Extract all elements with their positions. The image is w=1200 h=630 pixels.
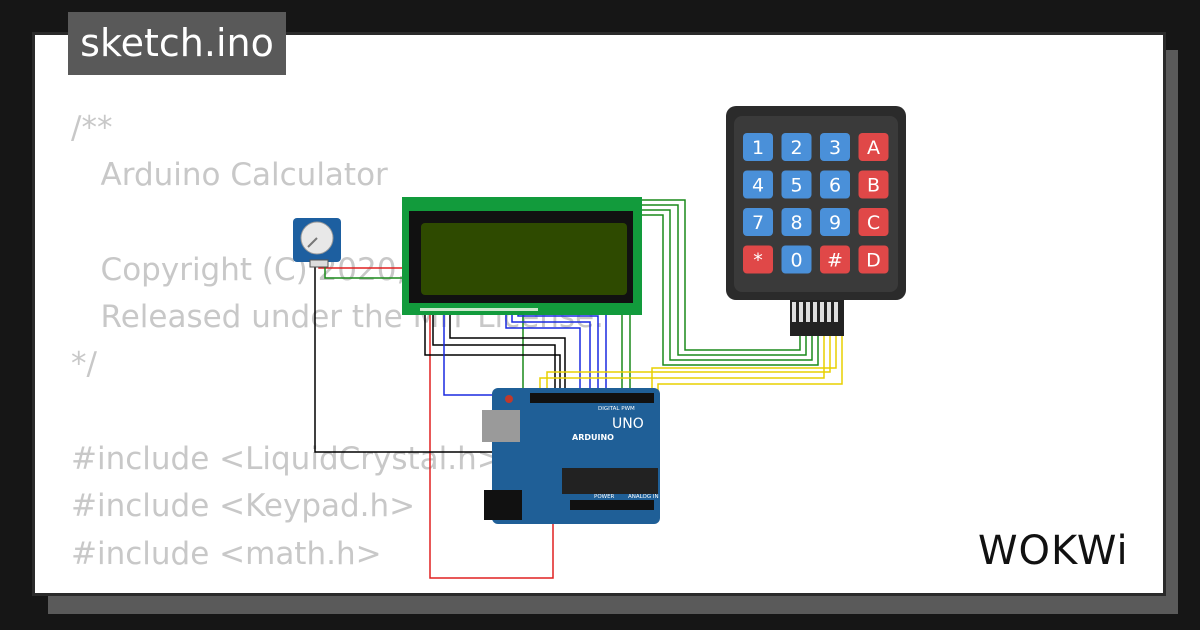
keypad-key-3[interactable]: 3 [820, 133, 850, 161]
uno-label: UNO [612, 416, 644, 432]
svg-text:1: 1 [752, 137, 764, 159]
analog-label: ANALOG IN [628, 494, 659, 500]
svg-text:D: D [866, 250, 881, 272]
svg-text:5: 5 [790, 175, 802, 197]
potentiometer[interactable] [293, 218, 341, 268]
wire-lcd-blue-2 [505, 308, 581, 392]
svg-text:*: * [753, 250, 763, 272]
svg-text:6: 6 [829, 175, 841, 197]
code-line: */ [71, 346, 97, 383]
svg-text:#: # [827, 250, 843, 272]
svg-text:A: A [867, 137, 880, 159]
code-line: /** [71, 110, 113, 146]
lcd-screen [421, 223, 627, 295]
wire-kp-green-1 [640, 199, 801, 351]
code-line: Arduino Calculator [71, 157, 388, 194]
wire-kp-yellow-3 [651, 336, 837, 392]
svg-text:9: 9 [829, 212, 841, 234]
svg-text:0: 0 [790, 250, 802, 272]
keypad-key-9[interactable]: 9 [820, 208, 850, 236]
digital-header [530, 393, 654, 403]
digital-label: DIGITAL PWM [598, 406, 635, 412]
keypad-key-4[interactable]: 4 [743, 170, 773, 199]
keypad-key-5[interactable]: 5 [781, 170, 812, 199]
keypad-key-2[interactable]: 2 [781, 133, 812, 161]
keypad[interactable]: 1 2 3 A 4 5 6 B 7 8 9 C * 0 # D [726, 106, 906, 336]
code-line: #include <math.h> [71, 535, 382, 572]
keypad-key-A[interactable]: A [858, 133, 889, 161]
svg-text:B: B [867, 175, 880, 197]
svg-text:4: 4 [752, 175, 764, 197]
atmega-chip [562, 468, 658, 494]
svg-text:3: 3 [829, 137, 841, 159]
svg-text:C: C [867, 212, 880, 234]
keypad-key-1[interactable]: 1 [743, 133, 773, 161]
file-tab[interactable]: sketch.ino [68, 12, 286, 75]
code-line: #include <Keypad.h> [71, 488, 416, 525]
wire-kp-yellow-4 [657, 336, 843, 392]
analog-header [570, 500, 654, 510]
lcd-display[interactable] [402, 197, 642, 315]
wire-lcd-black-3 [449, 308, 566, 392]
code-background: /** Arduino Calculator Copyright (C) 202… [71, 105, 604, 578]
arduino-uno[interactable]: DIGITAL PWM POWER ANALOG IN UNO ARDUINO [482, 388, 660, 524]
keypad-key-8[interactable]: 8 [781, 208, 812, 236]
code-line: #include <LiquidCrystal.h> [71, 441, 503, 478]
keypad-key-0[interactable]: 0 [781, 245, 812, 274]
svg-text:2: 2 [790, 137, 802, 159]
keypad-key-C[interactable]: C [858, 208, 889, 236]
keypad-key-*[interactable]: * [743, 245, 773, 274]
wire-lcd-black-1 [424, 308, 561, 392]
power-jack [484, 490, 522, 520]
wire-lcd-blue-1 [443, 308, 545, 396]
wire-kp-green-2 [640, 204, 807, 356]
svg-text:7: 7 [752, 212, 764, 234]
power-label: POWER [594, 494, 615, 500]
wire-kp-green-4 [640, 214, 819, 366]
keypad-key-B[interactable]: B [858, 170, 889, 199]
svg-text:8: 8 [790, 212, 802, 234]
keypad-key-#[interactable]: # [820, 245, 850, 274]
keypad-key-7[interactable]: 7 [743, 208, 773, 236]
wire-lcd-black-2 [432, 308, 556, 392]
keypad-key-D[interactable]: D [858, 245, 889, 274]
wire-kp-green-3 [640, 209, 813, 361]
usb-port [482, 410, 520, 442]
arduino-brand: ARDUINO [572, 433, 614, 442]
wire-lcd-blue-4 [517, 308, 599, 392]
keypad-key-6[interactable]: 6 [820, 170, 850, 199]
wokwi-logo: WOKWi [978, 528, 1129, 574]
